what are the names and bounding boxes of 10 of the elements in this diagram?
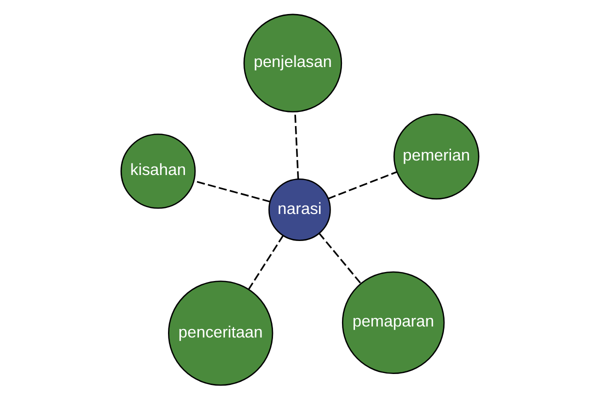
- connector: [328, 171, 397, 200]
- node-circle: narasi: [268, 178, 331, 241]
- node-circle: penjelasan: [243, 14, 342, 112]
- node-circle: pemaparan: [342, 271, 445, 374]
- connector: [318, 232, 362, 284]
- connector: [294, 112, 300, 180]
- node-circle: penceritaan: [168, 280, 274, 386]
- node-circle: pemerian: [393, 114, 480, 200]
- connector: [248, 234, 284, 290]
- node-circle: kisahan: [120, 134, 196, 209]
